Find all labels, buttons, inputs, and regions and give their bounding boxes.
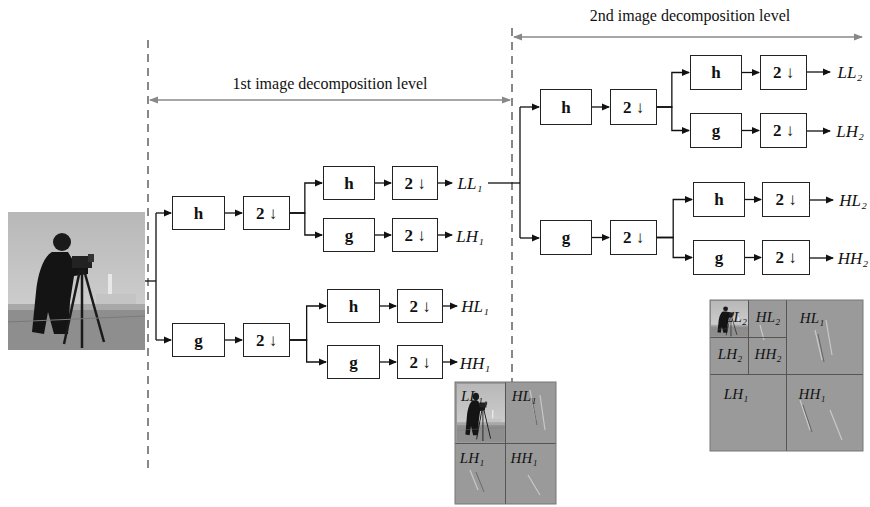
subband-label: HL₂ [839, 192, 867, 209]
signal-arrow [657, 107, 689, 131]
box-text: g [562, 229, 571, 246]
filter-box: g [172, 323, 225, 357]
subband-label: HH₂ [838, 250, 868, 267]
box-text: 2 ↓ [404, 175, 425, 192]
filter-box: h [327, 289, 380, 323]
box-text: 2 ↓ [623, 99, 644, 116]
box-text: h [714, 191, 723, 208]
signal-arrow [742, 130, 759, 131]
box-text: 2 ↓ [256, 332, 277, 349]
signal-arrow [657, 238, 692, 258]
signal-arrow [380, 305, 396, 306]
signal-arrow [592, 237, 609, 238]
signal-arrow [290, 340, 326, 362]
box-text: g [715, 249, 724, 266]
box-text: h [349, 298, 358, 315]
filter-box: h [693, 182, 745, 217]
signal-arrow [290, 213, 322, 235]
level-heading: 1st image decomposition level [232, 76, 427, 92]
filter-box: 2 ↓ [760, 113, 807, 148]
signal-arrow [225, 339, 242, 340]
filter-box: 2 ↓ [762, 182, 810, 217]
filter-box: 2 ↓ [760, 55, 807, 90]
subband-label: LH₁ [456, 228, 484, 245]
level-heading: 2nd image decomposition level [590, 8, 790, 24]
signal-arrow [745, 257, 761, 258]
signal-arrow [290, 183, 322, 213]
signal-arrow [375, 182, 391, 183]
filter-box: 2 ↓ [762, 240, 810, 275]
quadrant-label: HH₁ [511, 451, 538, 466]
quadrant-label: LH₁ [460, 451, 484, 466]
signal-arrow [657, 73, 689, 108]
box-text: 2 ↓ [409, 354, 430, 371]
quadrant-label: LH₂ [718, 347, 742, 362]
box-text: 2 ↓ [409, 298, 430, 315]
filter-box: g [693, 240, 745, 275]
box-text: 2 ↓ [256, 205, 277, 222]
subband-label: LH₂ [836, 123, 864, 140]
filter-box: 2 ↓ [397, 345, 443, 379]
filter-box: h [540, 89, 592, 125]
box-text: 2 ↓ [773, 122, 794, 139]
filter-box: h [690, 55, 742, 90]
quadrant-label: HH₁ [799, 387, 826, 402]
box-text: h [561, 99, 570, 116]
filter-box: 2 ↓ [610, 89, 657, 125]
filter-box: h [323, 166, 375, 200]
box-text: g [345, 227, 354, 244]
filter-box: 2 ↓ [392, 166, 438, 200]
signal-arrow [742, 72, 759, 73]
box-text: g [194, 332, 203, 349]
signal-arrow [290, 306, 326, 340]
signal-arrow [225, 212, 242, 213]
box-text: g [712, 122, 721, 139]
filter-box: g [323, 218, 375, 252]
subband-label: HL₁ [461, 298, 489, 315]
box-text: 2 ↓ [775, 191, 796, 208]
filter-box: 2 ↓ [397, 289, 443, 323]
signal-arrow [592, 106, 609, 107]
signal-arrow [380, 361, 396, 362]
box-text: h [711, 64, 720, 81]
quadrant-label: HH₂ [755, 347, 782, 362]
filter-box: 2 ↓ [392, 218, 438, 252]
box-text: g [349, 354, 358, 371]
filter-box: g [690, 113, 742, 148]
subband-label: LL₁ [458, 175, 483, 192]
box-text: 2 ↓ [623, 229, 644, 246]
subband-label: HH₁ [460, 355, 490, 372]
box-text: 2 ↓ [404, 227, 425, 244]
subband-label: LL₂ [838, 64, 863, 81]
box-text: h [344, 175, 353, 192]
quadrant-label: LH₁ [724, 387, 748, 402]
quadrant-label: LL₂ [725, 310, 747, 325]
box-text: 2 ↓ [773, 64, 794, 81]
filter-box: 2 ↓ [243, 196, 290, 230]
filter-box: g [540, 220, 592, 255]
box-text: h [194, 205, 203, 222]
filter-box: 2 ↓ [610, 220, 657, 255]
signal-arrow [375, 234, 391, 235]
quadrant-label: HL₁ [512, 389, 536, 404]
signal-arrow [657, 200, 692, 238]
filter-box: h [172, 196, 225, 230]
quadrant-label: LL₁ [461, 389, 483, 404]
quadrant-label: HL₁ [800, 311, 824, 326]
filter-box: 2 ↓ [243, 323, 290, 357]
filter-box: g [327, 345, 380, 379]
signal-arrow [745, 199, 761, 200]
box-text: 2 ↓ [775, 249, 796, 266]
quadrant-label: HL₂ [756, 310, 780, 325]
